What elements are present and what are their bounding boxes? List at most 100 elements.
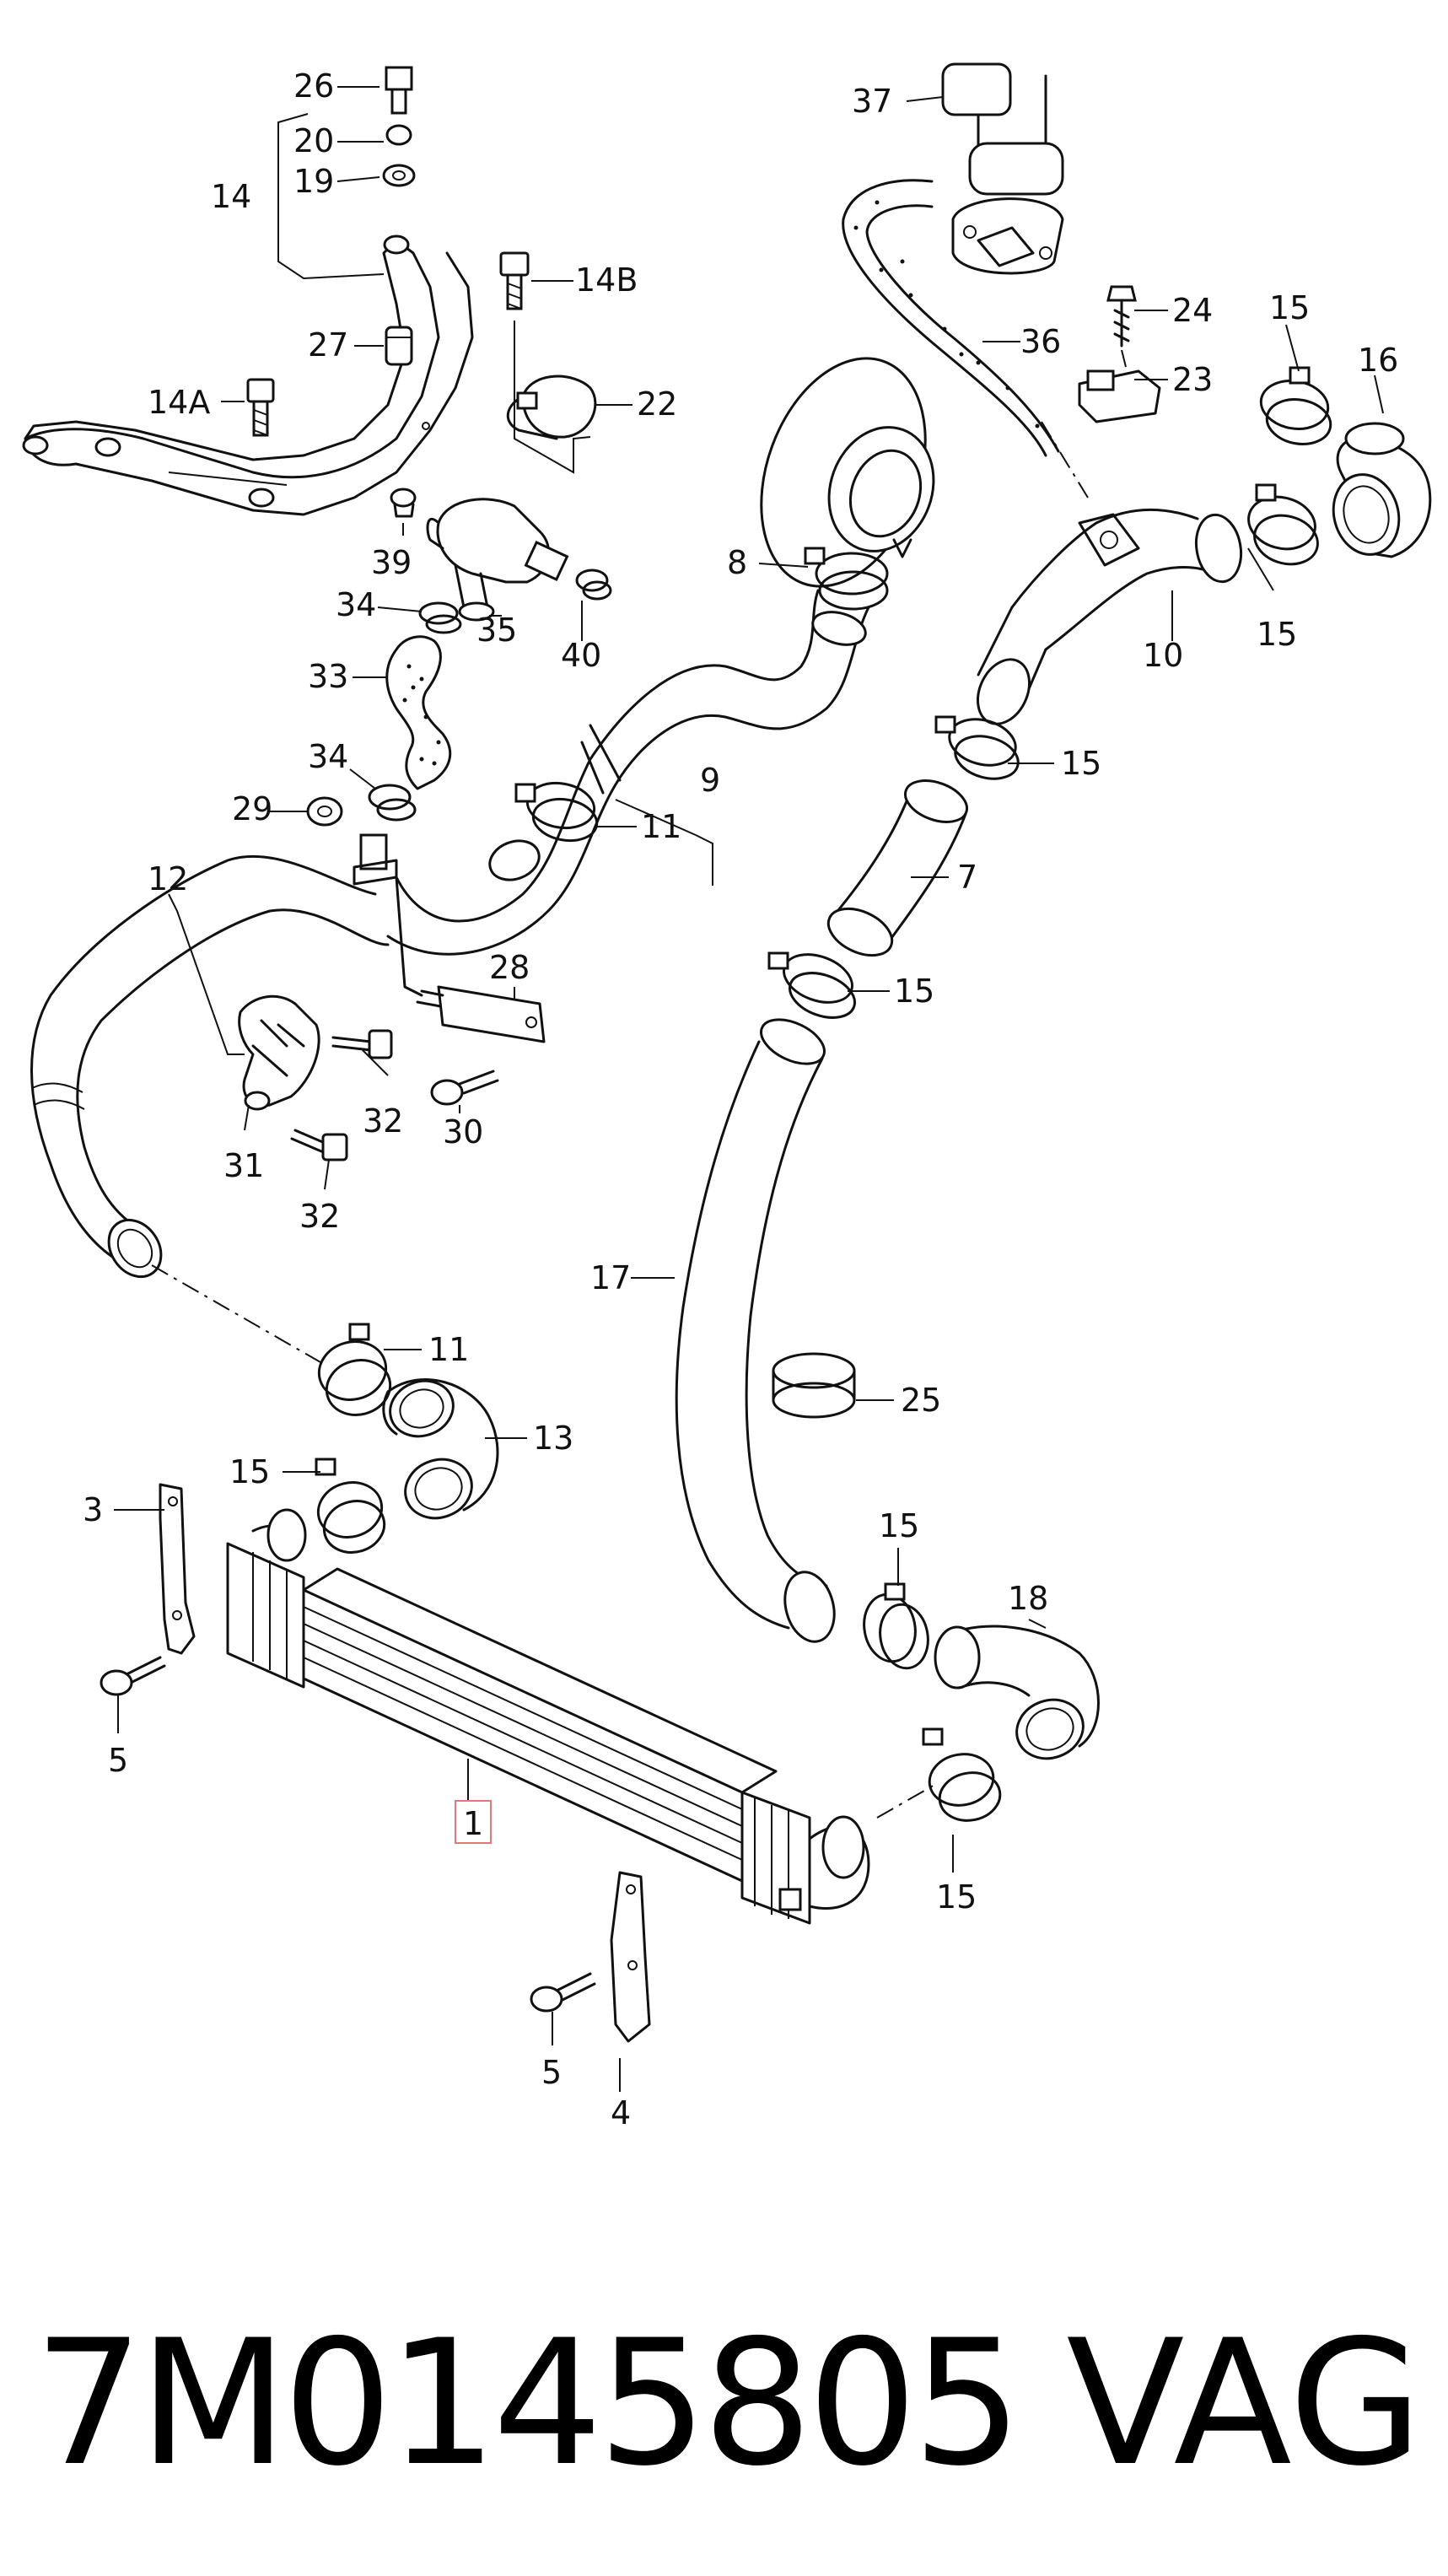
label-16: 16 [1358,342,1398,379]
leader-lines [114,86,1384,2092]
clamp-34-upper [418,601,462,634]
label-5-left: 5 [108,1742,128,1779]
part-number-footer: 7M0145805 VAG [0,2277,1448,2530]
clamp-8 [804,547,889,611]
bracket-4 [610,1871,651,2043]
hose-12 [30,854,390,1279]
connection-lines [151,421,1089,1819]
clamp-15-upper-right-b [1247,483,1319,566]
hose-33 [385,635,452,790]
bolt-5-right [530,1972,596,2013]
label-14B: 14B [575,261,638,299]
label-35: 35 [476,612,517,649]
bolt-26 [382,66,416,187]
label-24: 24 [1172,292,1213,329]
bolt-30 [430,1070,499,1106]
label-23: 23 [1172,361,1213,398]
bracket-31 [238,994,320,1111]
egr-valve-37 [941,62,1064,275]
label-40: 40 [561,637,601,674]
label-15-b: 15 [1257,616,1297,653]
nut-27 [385,326,413,366]
clamp-15-mid-b [767,951,856,1019]
elbow-16 [1332,422,1432,558]
label-15-c: 15 [1061,745,1101,782]
label-8: 8 [727,544,747,581]
turbo-outlet-flange [760,357,935,588]
label-28: 28 [489,949,530,986]
label-11-lower: 11 [428,1331,469,1368]
label-36: 36 [1020,323,1061,360]
clamp-22 [506,375,597,440]
label-37: 37 [852,83,892,120]
part-number: 7M0145805 [34,2304,1022,2504]
clamp-40 [575,569,612,601]
bracket-3 [159,1483,196,1655]
clamp-15-lower-right-b [922,1727,1002,1822]
support-bracket-14 [22,234,474,516]
label-34-upper: 34 [336,586,376,623]
clamp-11-lower [317,1323,392,1416]
label-27: 27 [308,326,348,364]
exploded-parts-diagram: 26 20 19 14 14B 27 14A 22 39 34 35 40 33… [22,62,1432,2131]
label-20: 20 [293,122,334,159]
label-10: 10 [1143,637,1183,674]
callouts: 26 20 19 14 14B 27 14A 22 39 34 35 40 33… [83,67,1398,2131]
clamp-34-lower [368,784,417,822]
hose-17 [675,1018,836,1643]
label-17: 17 [590,1259,631,1296]
clamp-15-left [315,1458,386,1554]
label-13: 13 [533,1420,573,1457]
label-30: 30 [443,1113,483,1151]
brand-name: VAG [1066,2304,1423,2504]
label-31: 31 [223,1147,264,1184]
label-18: 18 [1008,1580,1048,1617]
ring-25 [772,1352,856,1419]
label-15-e: 15 [879,1507,919,1544]
nut-29 [306,796,343,827]
clamp-11-upper [514,781,599,843]
hose-36 [842,179,1060,457]
hose-10 [977,508,1243,725]
label-9: 9 [700,762,720,799]
label-22: 22 [637,385,677,423]
label-11-upper: 11 [641,808,681,845]
label-25: 25 [901,1382,941,1419]
hose-9 [386,589,870,956]
bolt-32-upper [331,1029,393,1059]
bracket-28 [395,876,546,1043]
valve-35 [426,498,569,622]
clamp-15-upper-right-a [1259,366,1332,445]
label-32-upper: 32 [363,1102,403,1140]
label-3: 3 [83,1491,103,1528]
label-4: 4 [611,2094,631,2131]
label-29: 29 [232,790,272,827]
clamp-15-mid-a [934,715,1020,780]
intercooler-1 [226,1508,870,1925]
label-15-f: 15 [229,1453,270,1490]
label-32-lower: 32 [299,1198,340,1235]
label-26: 26 [293,67,334,105]
label-5-right: 5 [541,2054,562,2091]
clamp-15-lower-right-a [863,1582,929,1670]
clip-39 [390,488,417,518]
label-14A: 14A [148,384,210,421]
elbow-13 [382,1378,499,1520]
part-1-highlight [455,1800,492,1844]
label-19: 19 [293,163,334,200]
label-39: 39 [371,544,412,581]
label-15-a: 15 [1269,289,1310,326]
bolt-14B [499,251,530,310]
bracket-clip-12 [353,833,398,886]
bolt-14A [246,378,275,437]
sensor-23 [1078,369,1161,423]
screw-24 [1106,285,1137,348]
elbow-18 [934,1625,1100,1760]
label-14: 14 [211,178,251,215]
hose-7 [826,779,968,957]
bolt-5-left [100,1656,166,1696]
label-1: 1 [463,1805,483,1842]
label-15-g: 15 [936,1878,977,1916]
label-33: 33 [308,658,348,695]
label-15-d: 15 [894,973,934,1010]
